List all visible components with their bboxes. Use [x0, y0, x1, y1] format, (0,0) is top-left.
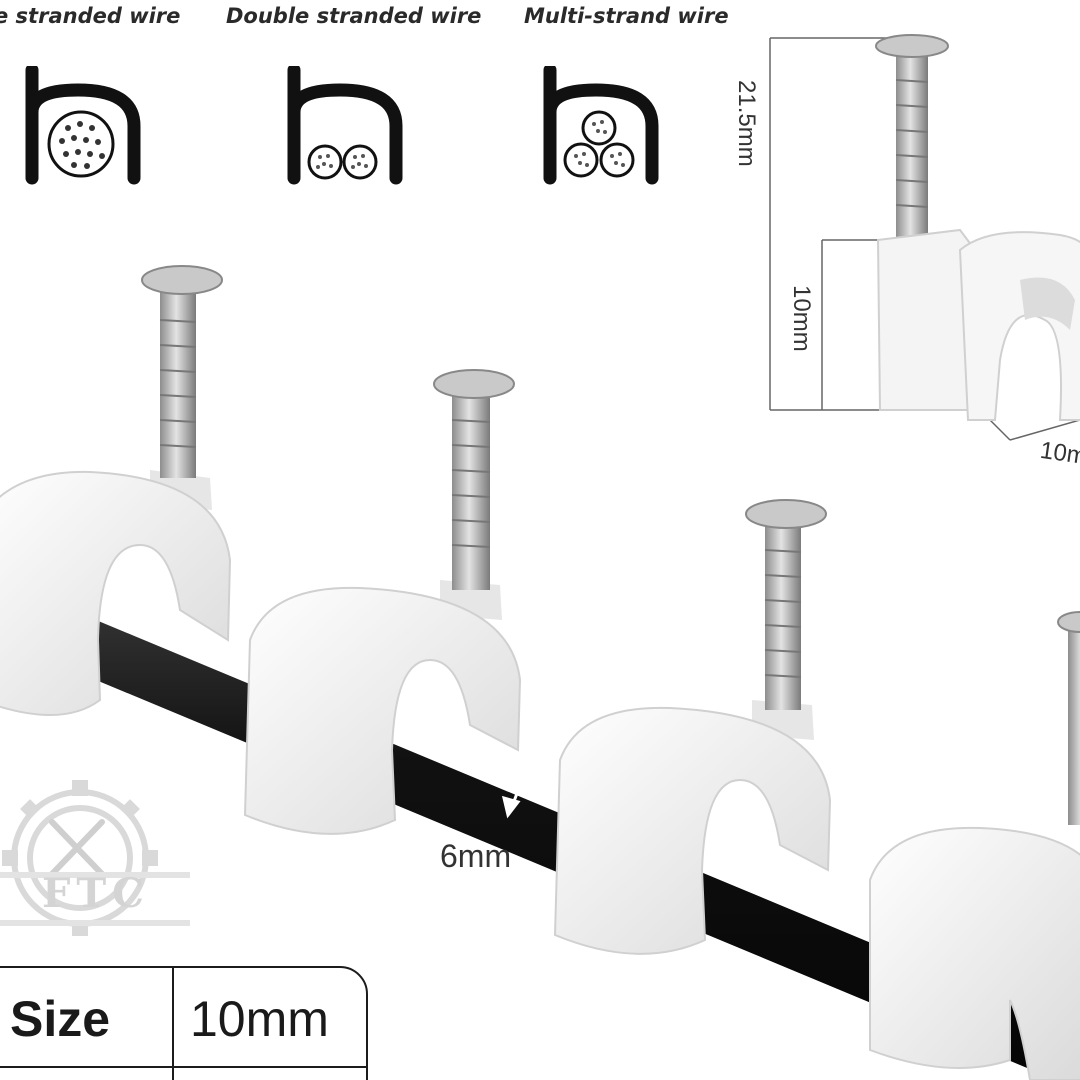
cable-clip-3 — [553, 499, 832, 955]
cable-clip-1 — [0, 265, 232, 716]
multi-strand-wire-icon — [543, 66, 659, 185]
spec-table: Size 10mm — [0, 966, 368, 1080]
table-divider-horizontal — [0, 1066, 366, 1068]
ftc-logo: FTC — [0, 762, 190, 962]
wire-type-label-single: e stranded wire — [0, 4, 181, 28]
cable-diameter-label: 6mm — [440, 838, 512, 874]
wire-type-label-multi: Multi-strand wire — [524, 4, 729, 28]
clip-height-label: 10mm — [788, 285, 815, 352]
table-divider-vertical — [172, 968, 174, 1080]
single-stranded-wire-icon — [25, 66, 141, 185]
total-height-label: 21.5mm — [733, 80, 760, 167]
size-key-cell: Size — [10, 991, 111, 1047]
logo-text: FTC — [42, 870, 150, 917]
cable-clip-2 — [243, 369, 522, 835]
dimension-inset — [769, 34, 1080, 441]
cable-clip-4 — [869, 611, 1080, 1080]
gear-icon — [0, 780, 190, 936]
cable-diameter-arrow — [501, 726, 551, 819]
size-value-cell: 10mm — [190, 991, 329, 1047]
wire-type-label-double: Double stranded wire — [226, 4, 482, 28]
double-stranded-wire-icon — [287, 66, 403, 185]
